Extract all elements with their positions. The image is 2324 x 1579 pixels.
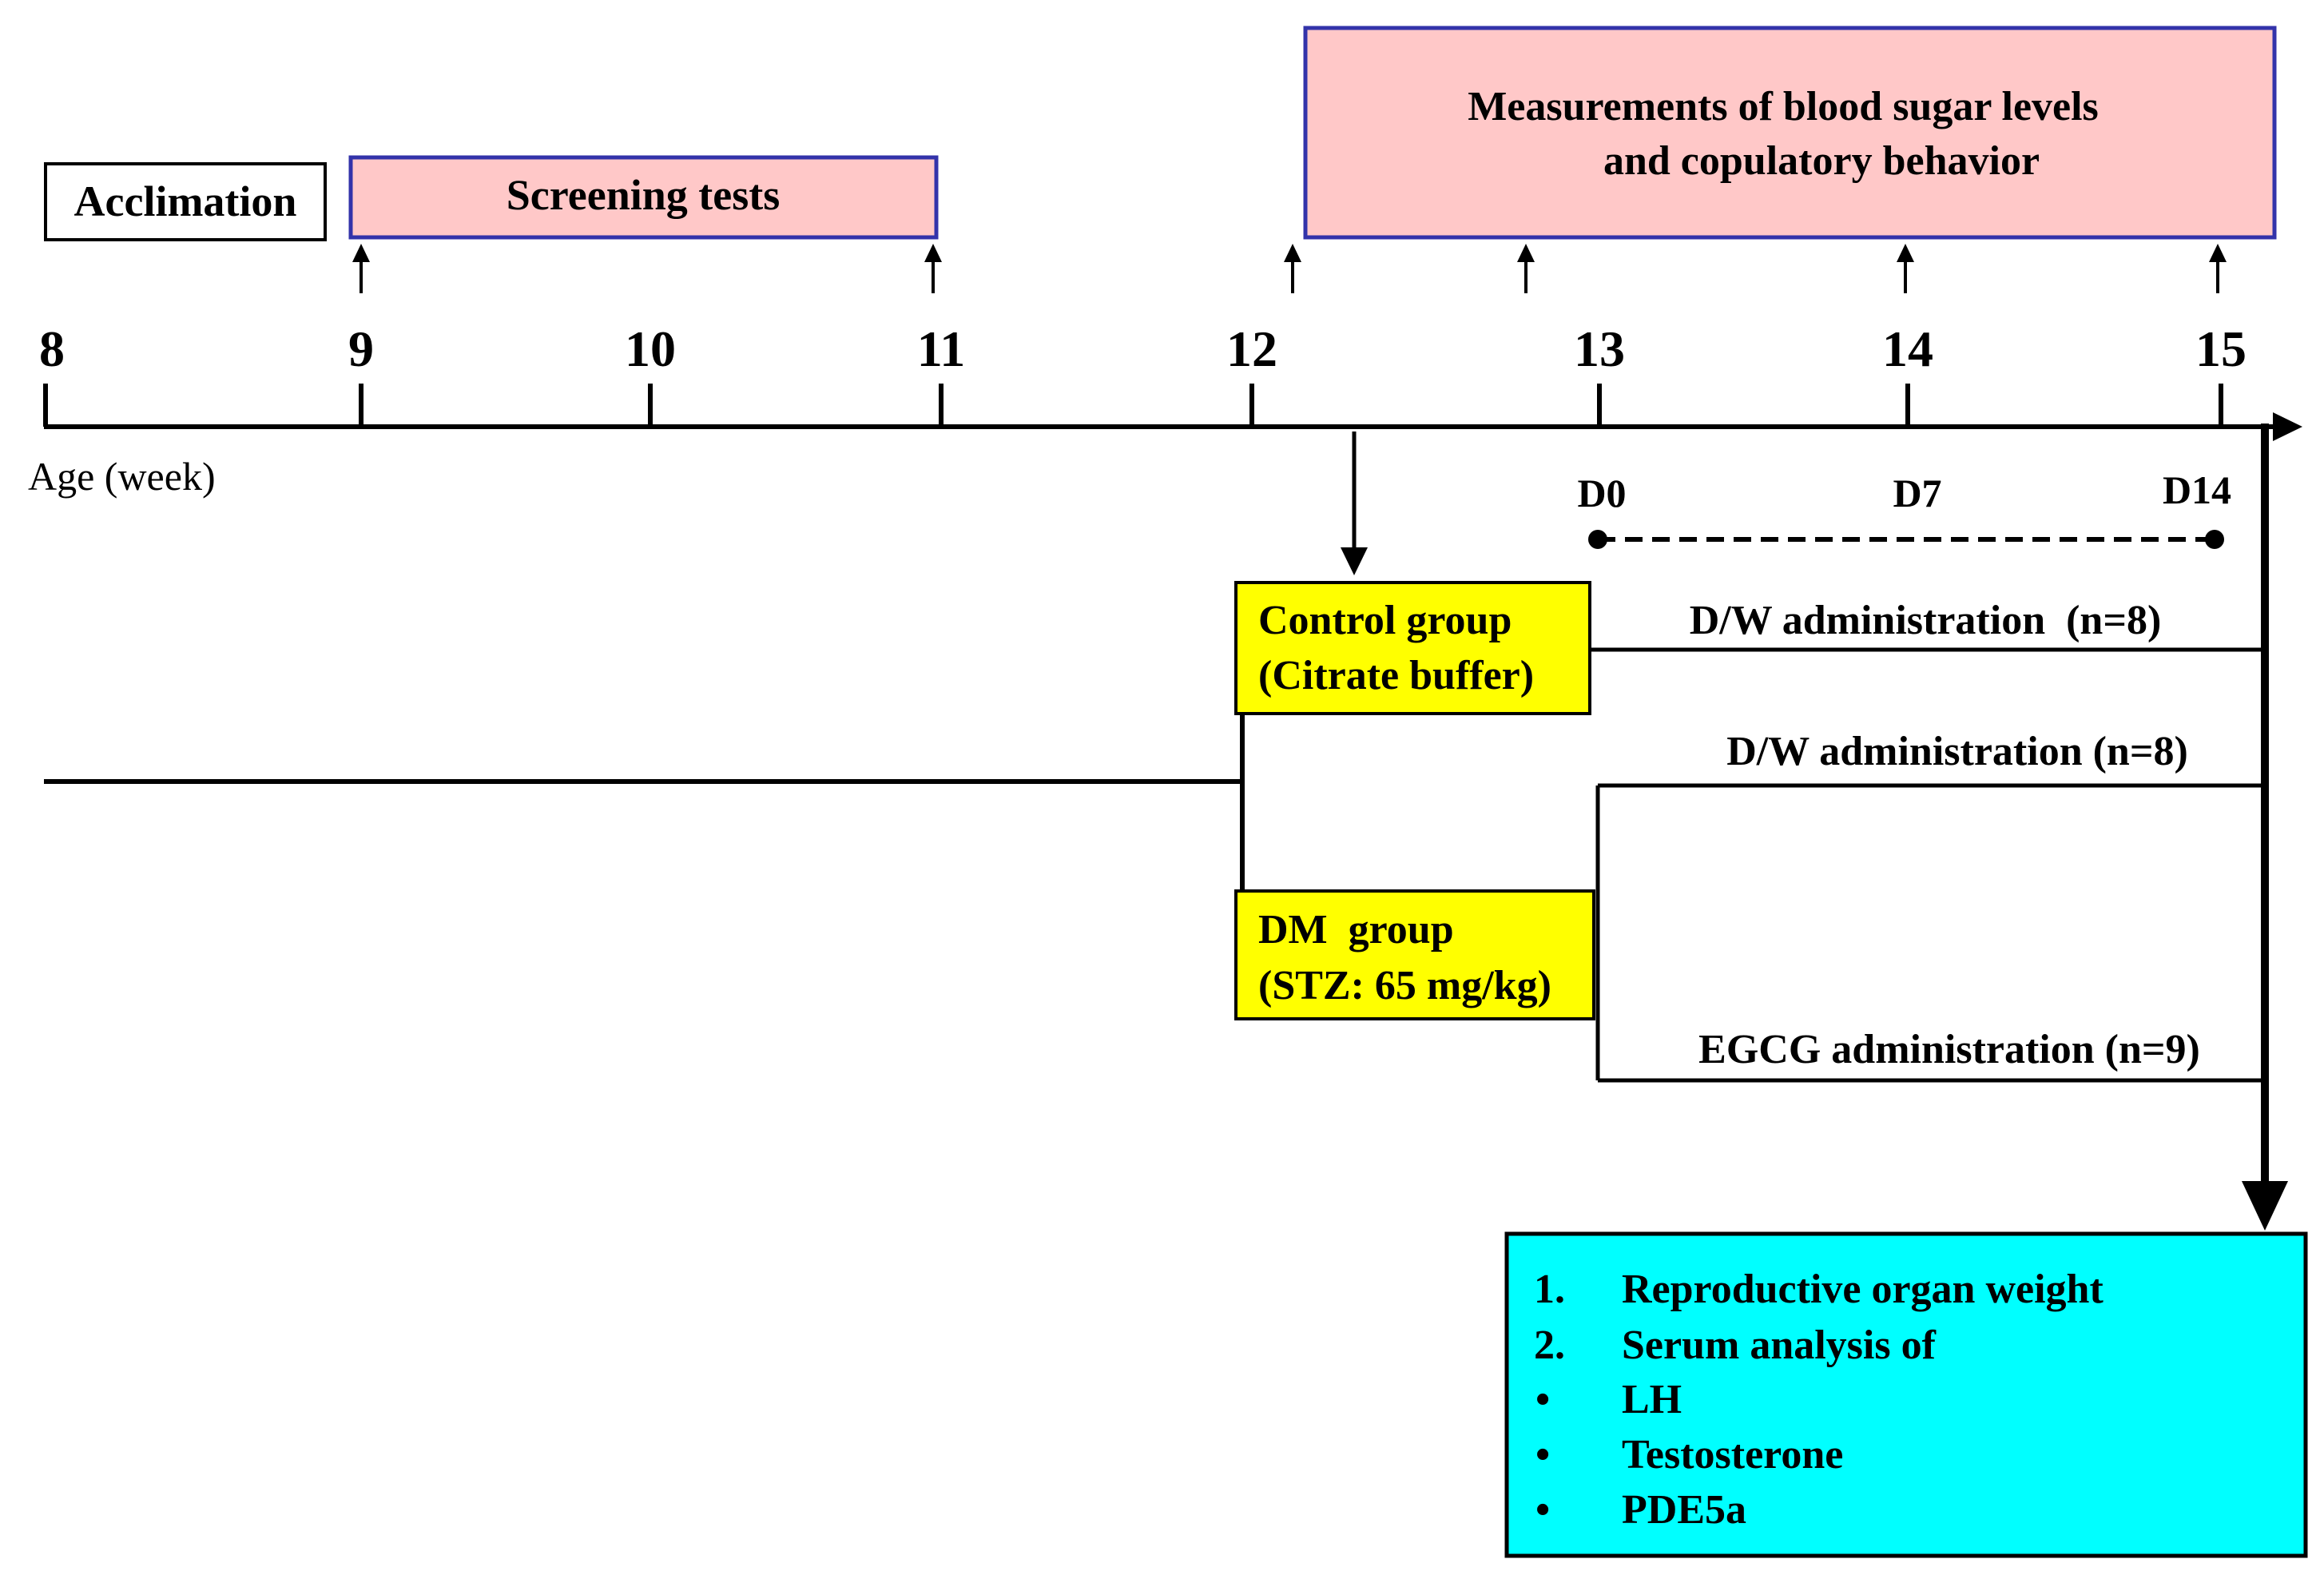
measurements-label-line1: Measurements of blood sugar levels: [1468, 84, 2099, 129]
tick-label-10: 10: [625, 320, 676, 377]
tick-label-11: 11: [917, 320, 965, 377]
screening-box: [348, 155, 939, 240]
outcome-bullet-pde5a: PDE5a: [1622, 1487, 1746, 1533]
measurement-arrows: [352, 244, 2227, 293]
outcome-bullet-testosterone: Testosterone: [1622, 1432, 1843, 1478]
measurements-label-line2: and copulatory behavior: [1603, 138, 2040, 184]
timeline-arrowhead: [2273, 412, 2302, 441]
control-dw-label: D/W administration (n=8): [1690, 598, 2162, 643]
acclimation-box: [44, 162, 327, 241]
outcome-bullet-2: •: [1535, 1432, 1550, 1478]
tick-label-14: 14: [1882, 320, 1933, 377]
outcome-bullet-3: •: [1535, 1487, 1550, 1533]
outcome-bullet-lh: LH: [1622, 1377, 1682, 1422]
day-label-d7: D7: [1893, 471, 1941, 515]
dm-group-line2: (STZ: 65 mg/kg): [1258, 963, 1551, 1008]
tick-label-12: 12: [1226, 320, 1277, 377]
dm-egcg-label: EGCG administration (n=9): [1698, 1027, 2200, 1072]
acclimation-label: Acclimation: [74, 177, 297, 225]
dm-group-box: [1234, 889, 1595, 1020]
outcome-item2-text: Serum analysis of: [1622, 1322, 1937, 1368]
screening-label: Screening tests: [507, 171, 780, 219]
d0-dot: [1588, 530, 1607, 549]
d14-dot: [2205, 530, 2224, 549]
tick-label-13: 13: [1574, 320, 1625, 377]
control-group-line1: Control group: [1258, 598, 1512, 643]
tick-label-9: 9: [348, 320, 374, 377]
dm-group-line1: DM group: [1258, 907, 1454, 953]
control-group-line2: (Citrate buffer): [1258, 653, 1534, 698]
outcome-bullet-1: •: [1535, 1377, 1550, 1422]
day-label-d0: D0: [1577, 471, 1626, 515]
day-label-d14: D14: [2163, 467, 2231, 512]
tick-label-8: 8: [39, 320, 65, 377]
outcome-item1-number: 1.: [1534, 1267, 1565, 1312]
dm-dw-label: D/W administration (n=8): [1726, 729, 2188, 774]
timeline-ticks: [43, 384, 2223, 427]
tick-label-15: 15: [2195, 320, 2247, 377]
outcomes-arrowhead: [2242, 1181, 2288, 1231]
control-group-box: [1234, 581, 1591, 715]
timeline-tick-labels: 8 9 10 11 12 13 14 15: [39, 320, 2247, 377]
axis-label: Age (week): [28, 454, 216, 499]
measurements-box: [1303, 26, 2277, 240]
outcome-item2-number: 2.: [1534, 1322, 1565, 1368]
outcome-item1-text: Reproductive organ weight: [1622, 1267, 2104, 1312]
outcomes-box: [1504, 1231, 2308, 1558]
